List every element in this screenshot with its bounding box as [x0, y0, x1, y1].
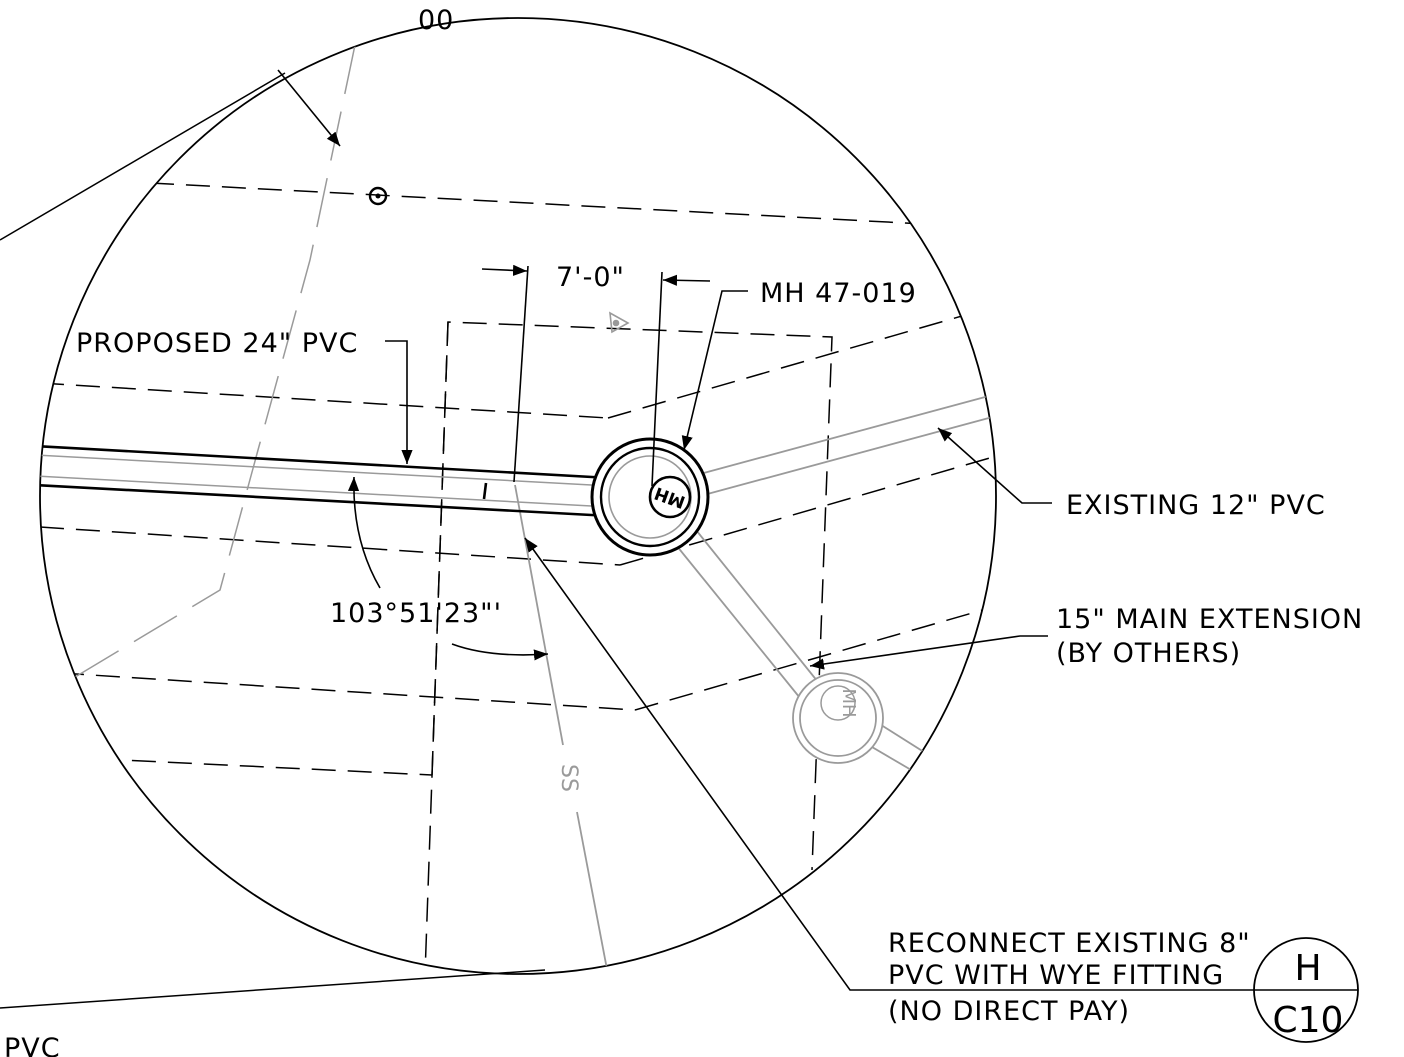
dashed-lines — [40, 182, 996, 974]
leader-tangent-top — [0, 72, 286, 241]
reconnect-leader — [524, 537, 1254, 991]
dimension-7ft: 7'-0" — [481, 262, 711, 487]
top-partial-label: 00 — [418, 5, 454, 36]
ss-line-a — [514, 484, 564, 746]
survey-marker-icon — [609, 311, 630, 334]
mh-leader — [681, 290, 748, 451]
dimension-label: 7'-0" — [556, 262, 625, 293]
bottom-partial-label: PVC — [4, 1033, 61, 1057]
manhole-id-label: MH 47-019 — [760, 278, 917, 309]
existing-mh-label: MH — [838, 688, 859, 717]
main-extension-label-1: 15" MAIN EXTENSION — [1056, 604, 1363, 635]
grey-dashed-line — [69, 44, 356, 681]
angle-arc-2 — [451, 643, 549, 661]
detail-tag-sheet: C10 — [1273, 1000, 1344, 1041]
angle-label: 103°51'23"' — [330, 598, 502, 629]
detail-content: MH MH — [40, 44, 996, 974]
detail-circle — [39, 17, 997, 975]
existing-pipe-label: EXISTING 12" PVC — [1066, 490, 1326, 521]
ss-line-b — [576, 811, 611, 974]
detail-tag: H C10 — [1253, 937, 1359, 1043]
existing-manhole — [792, 672, 884, 764]
ss-label: SS — [556, 764, 581, 792]
detail-tag-letter: H — [1294, 948, 1321, 989]
reconnect-label-1: RECONNECT EXISTING 8" — [888, 928, 1251, 959]
top-leader — [277, 69, 341, 147]
proposed-pipe-leader — [385, 340, 413, 464]
point-target-icon — [368, 186, 388, 206]
reconnect-label-3: (NO DIRECT PAY) — [888, 996, 1130, 1027]
angle-arc-1 — [347, 476, 381, 589]
reconnect-label-2: PVC WITH WYE FITTING — [888, 960, 1224, 991]
proposed-pipe-label: PROPOSED 24" PVC — [76, 328, 358, 359]
main-extension-leader — [809, 635, 1048, 670]
existing-pipe-leader — [937, 427, 1052, 504]
leader-tangent-bottom — [0, 969, 546, 1009]
main-extension-label-2: (BY OTHERS) — [1056, 638, 1241, 669]
